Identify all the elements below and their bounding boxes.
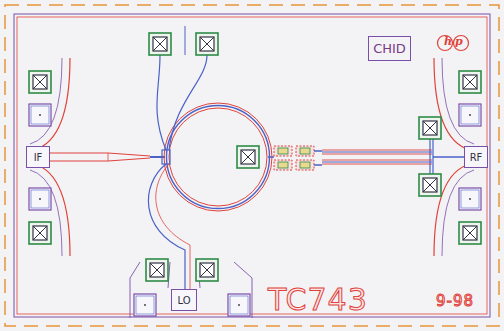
bond-pad — [459, 71, 481, 93]
node-text: RF — [470, 152, 483, 163]
empty-pad — [228, 294, 250, 316]
ring-hybrid — [169, 108, 267, 206]
taper-line — [108, 153, 109, 161]
node-text: IF — [34, 152, 43, 163]
bond-pad: LO — [171, 289, 197, 311]
empty-pad — [459, 104, 481, 126]
chip-edge — [14, 14, 490, 317]
bond-pad — [459, 222, 481, 244]
bond-pad — [237, 146, 259, 168]
bond-pad: RF — [464, 146, 488, 168]
empty-pad — [29, 188, 51, 210]
bond-pad — [419, 117, 441, 139]
bond-pad — [196, 33, 218, 55]
junction — [162, 150, 170, 164]
diode-quad — [274, 146, 314, 170]
feed-line — [169, 55, 207, 150]
bond-pad — [29, 222, 51, 244]
feed-line — [185, 26, 186, 55]
scribe-line — [5, 5, 499, 326]
empty-pad — [459, 188, 481, 210]
chip-id-box: CHID — [368, 36, 411, 61]
taper-line — [50, 153, 150, 161]
bond-pad — [149, 33, 171, 55]
ground-curve — [30, 170, 62, 256]
coupled-line — [322, 150, 432, 164]
stub-line — [430, 138, 433, 176]
ring-hybrid — [167, 106, 270, 209]
feed-line — [433, 156, 464, 158]
ground-curve — [30, 58, 62, 144]
bond-pad — [146, 259, 168, 281]
logo-text: hp — [444, 35, 466, 48]
coupled-line — [322, 152, 432, 162]
bond-pad — [196, 259, 218, 281]
feed-line — [157, 55, 166, 150]
empty-pad — [134, 294, 156, 316]
bond-pad — [29, 71, 51, 93]
chip-name: TC743 — [268, 282, 368, 317]
node-text: CHID — [373, 41, 406, 56]
metal-outline — [168, 262, 200, 288]
empty-pad — [29, 104, 51, 126]
feed-line — [150, 156, 165, 158]
ring-hybrid — [164, 103, 272, 211]
node-text: LO — [177, 295, 190, 306]
feed-line — [268, 151, 322, 165]
date-code: 9-98 — [436, 292, 474, 310]
chip-edge-inner — [17, 17, 487, 314]
bond-pad — [419, 174, 441, 196]
bond-pad: IF — [26, 146, 50, 168]
